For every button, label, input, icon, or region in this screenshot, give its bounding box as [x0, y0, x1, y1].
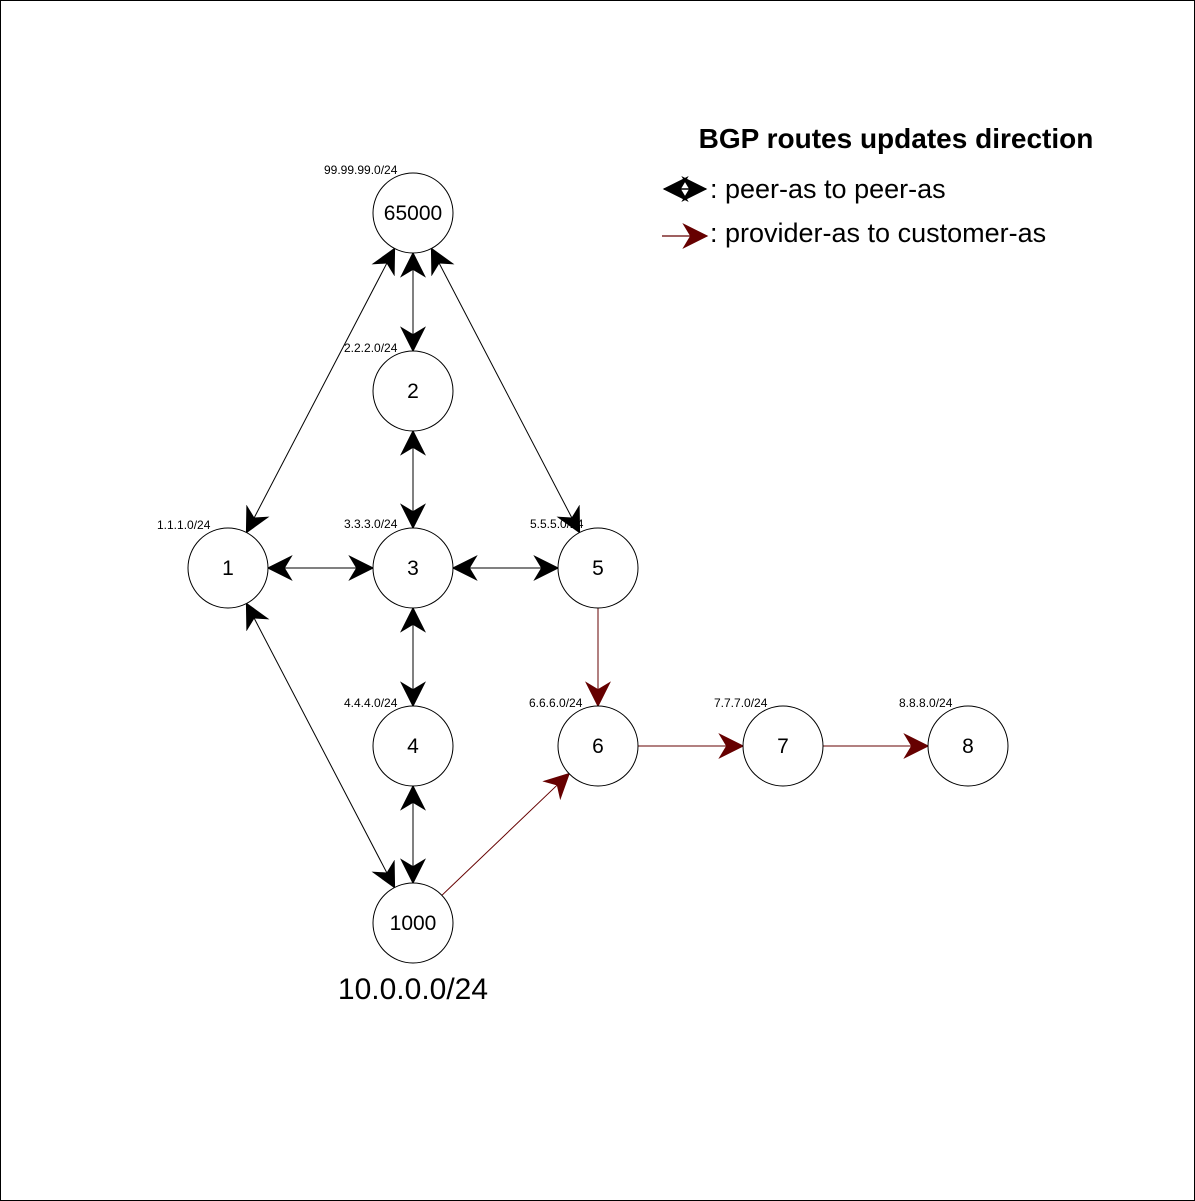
legend: BGP routes updates direction : peer-as t… — [662, 123, 1094, 249]
node-circle[interactable] — [372, 705, 454, 787]
edge-1-to-1000 — [245, 602, 396, 889]
node-label: 3 — [407, 557, 419, 580]
node-prefix: 3.3.3.0/24 — [344, 517, 398, 531]
node-prefix: 1.1.1.0/24 — [157, 518, 211, 532]
node-prefix: 4.4.4.0/24 — [344, 696, 398, 710]
node-circle[interactable] — [372, 882, 454, 964]
node-prefix: 8.8.8.0/24 — [899, 696, 953, 710]
node-circle[interactable] — [557, 705, 639, 787]
node-circle[interactable] — [927, 705, 1009, 787]
node-circle[interactable] — [372, 350, 454, 432]
legend-provider-label: : provider-as to customer-as — [710, 218, 1046, 248]
node-label: 8 — [962, 735, 974, 758]
node-prefix: 10.0.0.0/24 — [338, 973, 488, 1006]
node-prefix: 7.7.7.0/24 — [714, 696, 768, 710]
legend-title: BGP routes updates direction — [699, 123, 1094, 154]
edges-layer — [245, 247, 930, 896]
legend-peer-label: : peer-as to peer-as — [710, 174, 946, 204]
edge-65000-to-5 — [430, 247, 581, 534]
node-as-5[interactable]: 5 5.5.5.0/24 — [530, 517, 639, 609]
node-prefix: 6.6.6.0/24 — [529, 696, 583, 710]
node-label: 7 — [777, 735, 789, 758]
node-prefix: 5.5.5.0/24 — [530, 517, 584, 531]
node-label: 2 — [407, 380, 419, 403]
node-circle[interactable] — [372, 527, 454, 609]
node-label: 1000 — [390, 912, 437, 935]
node-as-1[interactable]: 1 1.1.1.0/24 — [157, 518, 269, 609]
node-as-1000[interactable]: 1000 10.0.0.0/24 — [338, 882, 488, 1006]
node-prefix: 2.2.2.0/24 — [344, 341, 398, 355]
node-circle[interactable] — [372, 172, 454, 254]
node-label: 65000 — [384, 202, 442, 225]
node-label: 1 — [222, 557, 234, 580]
edge-1000-to-6 — [441, 772, 571, 896]
node-prefix: 99.99.99.0/24 — [324, 163, 398, 177]
node-as-6[interactable]: 6 6.6.6.0/24 — [529, 696, 639, 787]
nodes-layer: 65000 99.99.99.0/24 2 2.2.2.0/24 1 1.1.1.0/24… — [157, 163, 1009, 1006]
node-circle[interactable] — [742, 705, 824, 787]
node-label: 4 — [407, 735, 419, 758]
node-as-3[interactable]: 3 3.3.3.0/24 — [344, 517, 454, 609]
node-as-2[interactable]: 2 2.2.2.0/24 — [344, 341, 454, 432]
node-as-7[interactable]: 7 7.7.7.0/24 — [714, 696, 824, 787]
node-circle[interactable] — [557, 527, 639, 609]
node-label: 5 — [592, 557, 604, 580]
node-as-8[interactable]: 8 8.8.8.0/24 — [899, 696, 1009, 787]
edge-65000-to-1 — [245, 247, 396, 534]
node-as-4[interactable]: 4 4.4.4.0/24 — [344, 696, 454, 787]
node-as-65000[interactable]: 65000 99.99.99.0/24 — [324, 163, 454, 254]
node-label: 6 — [592, 735, 604, 758]
node-circle[interactable] — [187, 527, 269, 609]
